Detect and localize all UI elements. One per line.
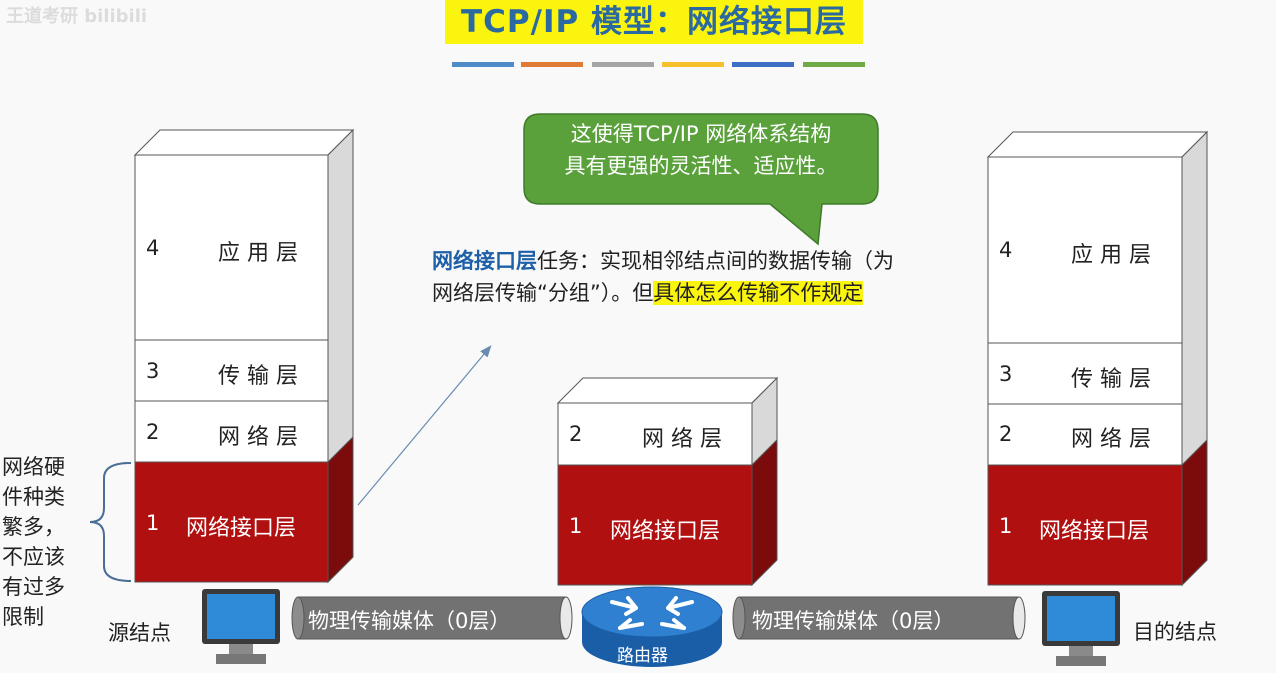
right-medium-label: 物理传输媒体（0层） — [752, 609, 955, 633]
router-label: 路由器 — [617, 646, 668, 666]
dest-layer1-side — [1181, 438, 1208, 587]
dest-layer-4-num: 4 — [999, 238, 1013, 262]
router-layer-2-label: 网 络 层 — [642, 427, 722, 452]
color-bar-1 — [452, 62, 514, 67]
task-body: 任务：实现相邻结点间的数据传输（为网络层传输“分组”）。但 — [432, 249, 894, 305]
page-title: TCP/IP 模型：网络接口层 — [445, 0, 863, 44]
color-bar-5 — [732, 62, 794, 67]
router-layer-1-num: 1 — [569, 514, 583, 538]
router-layer-1-label: 网络接口层 — [610, 519, 721, 544]
dest-layer-4-box — [987, 156, 1183, 344]
source-layer1-side — [327, 435, 354, 584]
dest-node-label: 目的结点 — [1133, 620, 1217, 644]
left-medium — [291, 596, 573, 640]
pointer-arrow — [357, 345, 492, 506]
source-layer-1-box — [134, 461, 329, 583]
dest-layer-2-box — [987, 403, 1183, 466]
source-layer-2-num: 2 — [146, 420, 160, 444]
dest-layer-3-label: 传 输 层 — [1071, 367, 1151, 392]
dest-layer-1-box — [987, 464, 1183, 586]
callout-bubble — [523, 113, 879, 246]
source-layer-3-num: 3 — [146, 359, 160, 383]
source-layer-3-label: 传 输 层 — [218, 364, 298, 389]
callout-text: 这使得TCP/IP 网络体系结构 具有更强的灵活性、适应性。 — [525, 118, 877, 182]
source-layer-4-num: 4 — [146, 236, 160, 260]
task-keyword: 网络接口层 — [432, 249, 537, 273]
source-computer-icon — [202, 589, 280, 664]
router-icon — [581, 586, 723, 667]
task-description: 网络接口层任务：实现相邻结点间的数据传输（为网络层传输“分组”）。但具体怎么传输… — [432, 245, 902, 309]
dest-layer-1-label: 网络接口层 — [1039, 519, 1150, 544]
dest-layer-2-num: 2 — [999, 422, 1013, 446]
dest-layer-3-num: 3 — [999, 362, 1013, 386]
side-brace — [89, 462, 132, 582]
right-medium — [732, 596, 1026, 640]
source-layer-2-label: 网 络 层 — [218, 425, 298, 450]
color-bar-6 — [803, 62, 865, 67]
color-bar-3 — [592, 62, 654, 67]
router-stack-top-face — [556, 377, 779, 404]
router-layer-1-box — [557, 464, 753, 586]
left-medium-label: 物理传输媒体（0层） — [308, 609, 511, 633]
dest-layer-1-num: 1 — [999, 514, 1013, 538]
source-node-label: 源结点 — [108, 621, 171, 645]
router-layer-2-box — [557, 402, 753, 466]
task-highlight: 具体怎么传输不作规定 — [653, 281, 864, 305]
source-layer-4-label: 应 用 层 — [218, 241, 298, 266]
source-layer-1-num: 1 — [146, 511, 160, 535]
side-note: 网络硬件种类繁多，不应该有过多限制 — [2, 455, 65, 629]
color-bar-2 — [521, 62, 583, 67]
dest-layer-4-label: 应 用 层 — [1071, 243, 1151, 268]
router-layer-2-num: 2 — [569, 422, 583, 446]
dest-layer-2-label: 网 络 层 — [1071, 427, 1151, 452]
source-stack — [133, 128, 355, 584]
color-bar-4 — [662, 62, 724, 67]
callout-line-1: 这使得TCP/IP 网络体系结构 — [570, 122, 832, 146]
dest-computer-icon — [1042, 591, 1120, 666]
watermark: 王道考研 bilibili — [6, 6, 148, 27]
router-layer1-side — [751, 438, 778, 587]
source-stack-top-face — [133, 129, 355, 156]
dest-layer-3-box — [987, 342, 1183, 405]
source-layer-1-label: 网络接口层 — [186, 516, 297, 541]
router-stack — [556, 376, 779, 587]
dest-stack-top-face — [986, 131, 1209, 158]
dest-stack — [986, 130, 1209, 587]
callout-line-2: 具有更强的灵活性、适应性。 — [564, 154, 838, 178]
